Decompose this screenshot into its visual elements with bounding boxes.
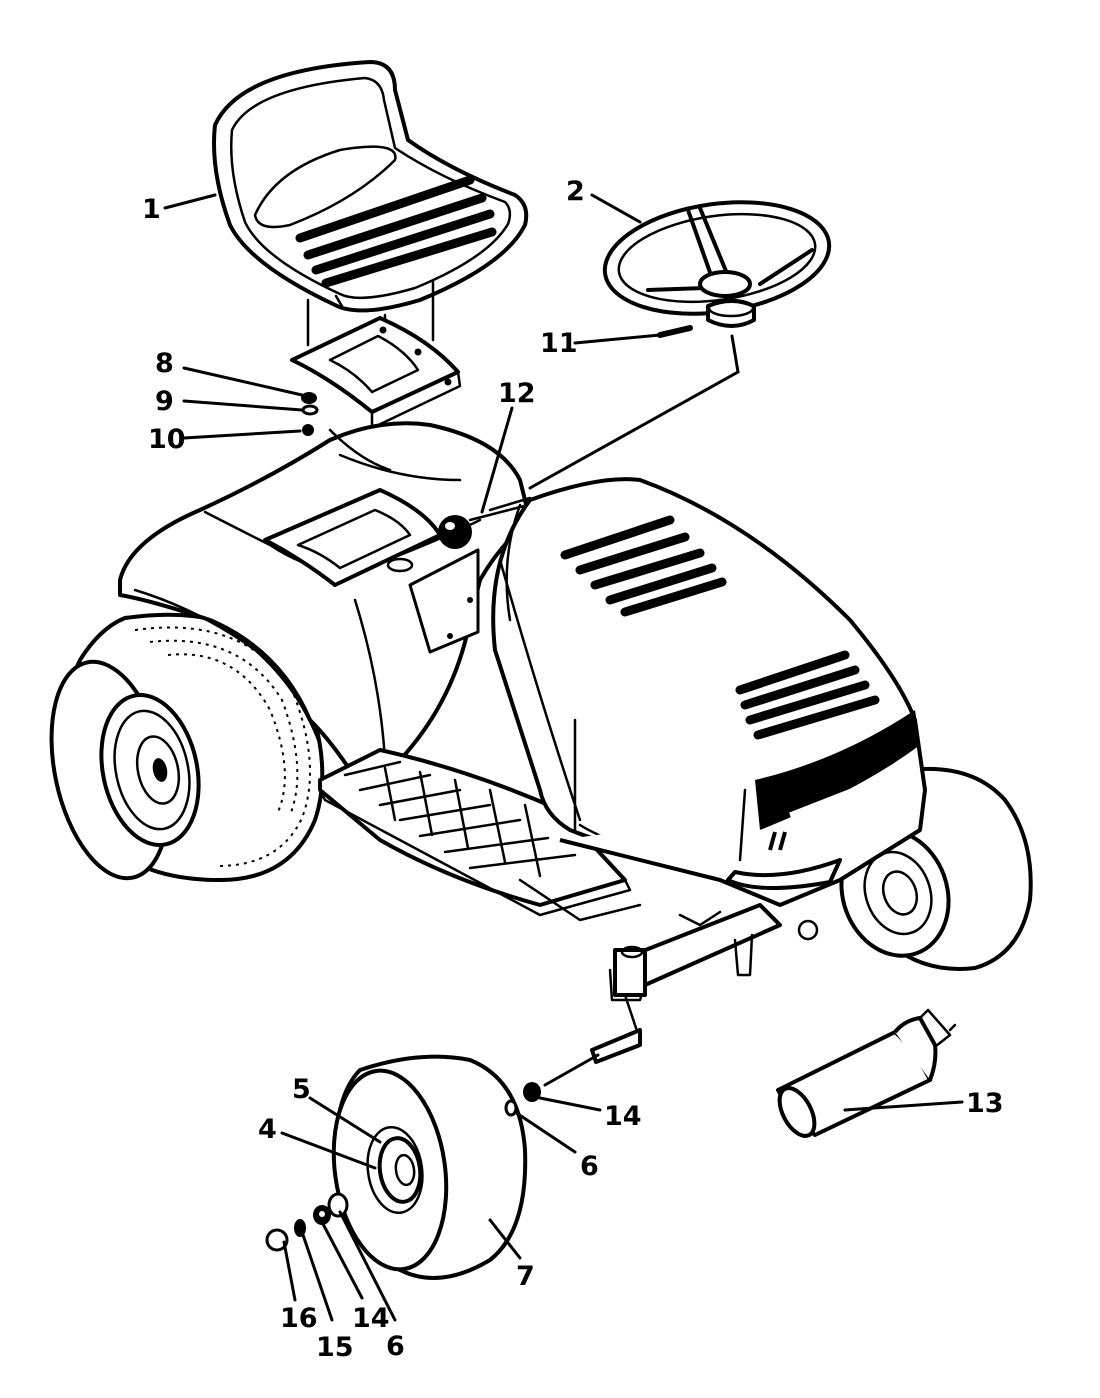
steering-wheel bbox=[528, 200, 832, 490]
callout-10: 10 bbox=[148, 424, 186, 455]
callout-4: 4 bbox=[258, 1114, 277, 1145]
callout-6-hub: 6 bbox=[580, 1151, 599, 1182]
callout-16: 16 bbox=[280, 1303, 318, 1334]
seat-mount-plate bbox=[290, 280, 462, 430]
footboard bbox=[318, 748, 642, 922]
seat-fasteners bbox=[301, 392, 319, 436]
callout-2: 2 bbox=[566, 176, 585, 207]
leader-lines bbox=[163, 193, 964, 1322]
steering-pin bbox=[657, 325, 693, 338]
callout-7: 7 bbox=[516, 1261, 535, 1292]
front-axle bbox=[590, 903, 819, 1064]
wheel-hardware bbox=[265, 1053, 600, 1252]
front-wheel-exploded bbox=[331, 1054, 528, 1280]
callout-5: 5 bbox=[292, 1074, 311, 1105]
rear-fender-body bbox=[118, 421, 532, 772]
callout-13: 13 bbox=[966, 1088, 1004, 1119]
callout-14-outer: 14 bbox=[352, 1303, 390, 1334]
callout-11: 11 bbox=[540, 328, 578, 359]
callout-8: 8 bbox=[155, 348, 174, 379]
hood bbox=[491, 477, 927, 907]
callout-labels: 1 2 4 5 6 6 7 8 9 10 11 12 13 14 14 15 1… bbox=[142, 176, 1004, 1363]
rear-left-wheel bbox=[49, 612, 325, 882]
grease-tube bbox=[776, 1008, 957, 1138]
callout-15: 15 bbox=[316, 1332, 354, 1363]
callout-14-hub: 14 bbox=[604, 1101, 642, 1132]
callout-1: 1 bbox=[142, 194, 161, 225]
seat bbox=[212, 60, 529, 313]
callout-6-outer: 6 bbox=[386, 1331, 405, 1362]
callout-12: 12 bbox=[498, 378, 536, 409]
callout-9: 9 bbox=[155, 386, 174, 417]
